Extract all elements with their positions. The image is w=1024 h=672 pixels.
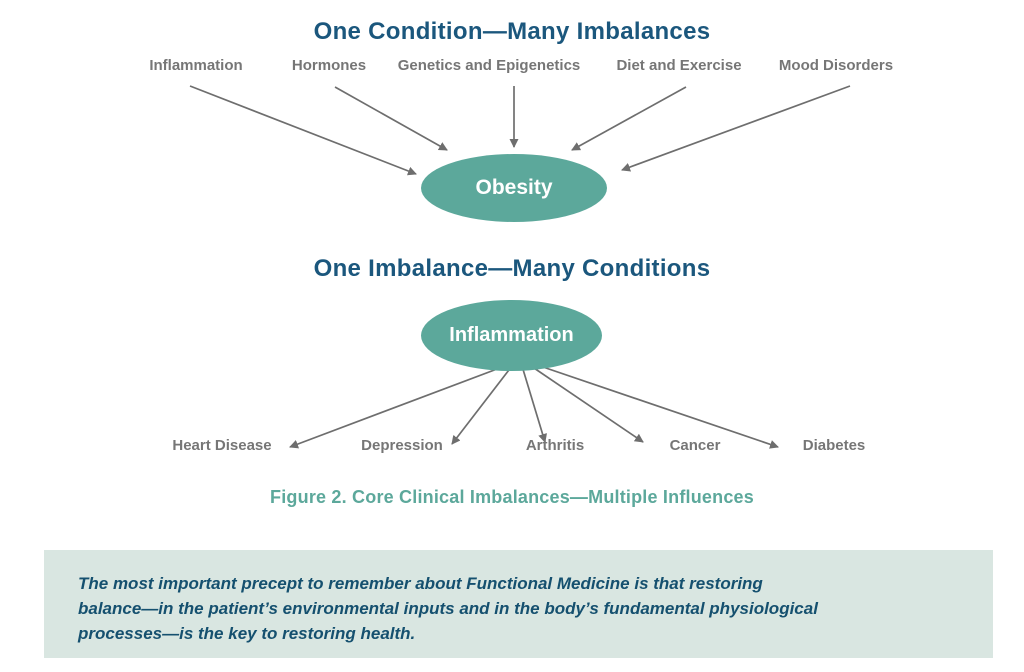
callout-line-2: balance—in the patient’s environmental i…: [78, 599, 818, 618]
arrow-hormones-to-obesity: [334, 86, 448, 151]
callout-line-3: processes—is the key to restoring health…: [78, 624, 416, 643]
condition-label-diabetes: Diabetes: [802, 437, 866, 454]
condition-label-heart-disease: Heart Disease: [172, 437, 272, 454]
condition-label-arthritis: Arthritis: [525, 437, 585, 454]
cause-label-inflammation: Inflammation: [149, 57, 243, 74]
figure-caption: Figure 2. Core Clinical Imbalances—Multi…: [270, 487, 754, 507]
top-diagram-title: One Condition—Many Imbalances: [313, 18, 711, 45]
cause-label-mood-disorders: Mood Disorders: [778, 57, 894, 74]
arrow-inflammation-to-depression: [451, 365, 513, 445]
cause-label-hormones: Hormones: [291, 57, 367, 74]
bottom-diagram-title: One Imbalance—Many Conditions: [313, 255, 711, 282]
obesity-node-label: Obesity: [475, 176, 553, 199]
condition-label-cancer: Cancer: [669, 437, 721, 454]
callout-box: The most important precept to remember a…: [44, 550, 993, 658]
cause-label-genetics-and-epigenetics: Genetics and Epigenetics: [397, 57, 581, 74]
arrow-inflammation-to-diabetes: [539, 365, 779, 449]
inflammation-node-label: Inflammation: [449, 324, 574, 346]
condition-label-depression: Depression: [361, 437, 443, 454]
arrow-mood-to-obesity: [621, 85, 851, 172]
arrow-inflammation-to-obesity: [189, 85, 417, 176]
arrow-inflammation-to-arthritis: [521, 365, 547, 443]
callout-line-1: The most important precept to remember a…: [78, 574, 763, 593]
inflammation-node: Inflammation: [421, 300, 602, 371]
arrow-inflammation-to-cancer: [530, 365, 644, 443]
cause-label-diet-and-exercise: Diet and Exercise: [616, 57, 742, 74]
obesity-node: Obesity: [421, 154, 607, 222]
arrow-diet-to-obesity: [571, 86, 687, 151]
arrow-inflammation-to-heart-disease: [289, 365, 506, 449]
